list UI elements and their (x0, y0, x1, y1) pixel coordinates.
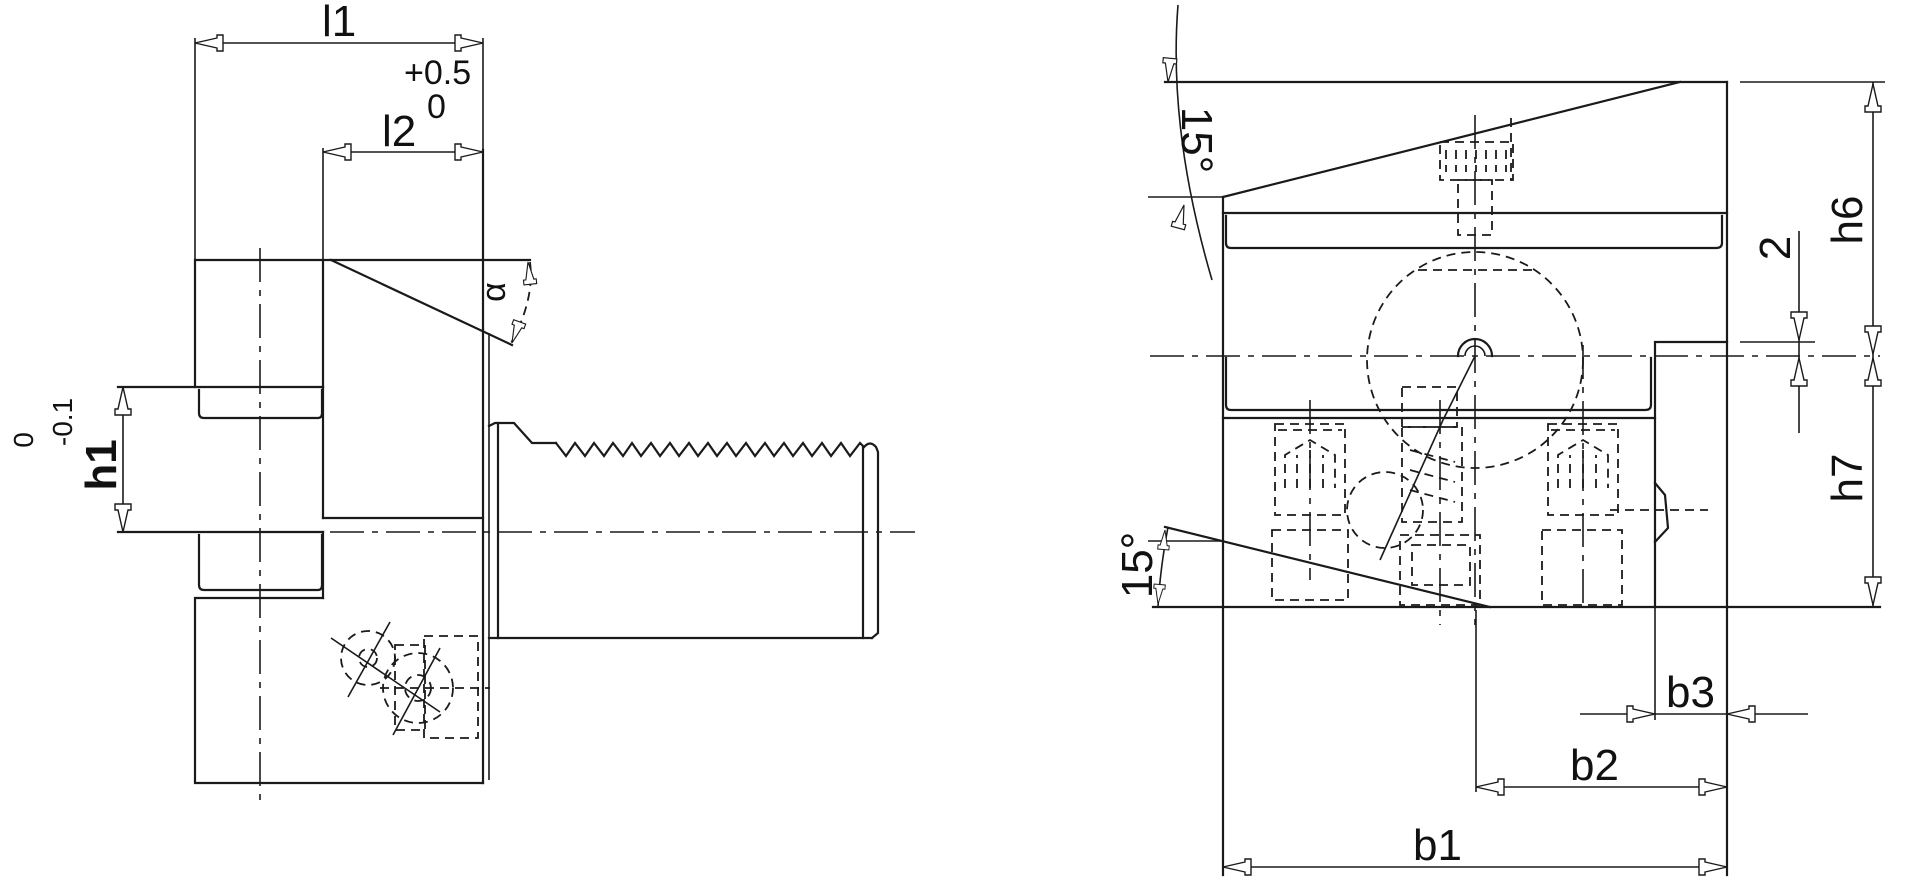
label-b1: b1 (1413, 821, 1462, 870)
slot-upper (197, 388, 324, 420)
label-h1: h1 (77, 439, 126, 490)
center-screw (1346, 386, 1481, 625)
clamp-knob (1439, 115, 1514, 625)
body-outline-lower (193, 596, 485, 785)
slot-lower (197, 533, 324, 592)
bolt-left (1271, 400, 1349, 601)
dimension-alpha: α (475, 260, 538, 346)
dimension-l1: l1 (194, 0, 484, 52)
h1-lower-tolerance: -0.1 (47, 398, 78, 446)
l2-lower-tolerance: 0 (427, 88, 446, 126)
label-b3: b3 (1666, 668, 1715, 717)
l2-upper-tolerance: +0.5 (404, 54, 471, 92)
bottom-slant (1163, 525, 1492, 609)
dimension-step: 2 (1751, 231, 1808, 433)
lower-plate (1224, 356, 1653, 412)
label-step: 2 (1751, 236, 1800, 260)
label-l1: l1 (322, 0, 356, 46)
dimension-l2: l2 0 +0.5 (322, 54, 484, 161)
front-view: 15° 15° h6 h7 2 (1113, 4, 1885, 877)
side-bump (1653, 481, 1670, 544)
dimension-b2: b2 (1475, 610, 1728, 796)
dimension-angle-bottom: 15° (1113, 526, 1172, 608)
label-l2: l2 (382, 107, 416, 156)
dimension-angle-top: 15° (1148, 4, 1222, 281)
dimension-b3: b3 (1580, 607, 1808, 723)
chamfer-line (329, 258, 514, 347)
label-alpha: α (475, 282, 513, 302)
side-view: l1 l2 0 +0.5 α h1 -0.1 0 (8, 0, 915, 800)
label-angle-top: 15° (1172, 107, 1221, 174)
label-h6: h6 (1823, 196, 1872, 245)
label-angle-bottom: 15° (1113, 532, 1162, 599)
label-h7: h7 (1823, 454, 1872, 503)
dimension-h1: h1 -0.1 0 (8, 386, 132, 533)
step-edge (1653, 340, 1729, 609)
bolt-right (1541, 345, 1623, 606)
clamping-screw-detail (330, 621, 490, 739)
threaded-shank (487, 421, 880, 640)
top-slant (1221, 80, 1682, 199)
label-b2: b2 (1570, 741, 1619, 790)
dimension-b1: b1 (1222, 821, 1728, 876)
dimension-h6-h7: h6 h7 (1823, 82, 1882, 607)
body-outline-upper (193, 258, 325, 389)
h1-upper-tolerance: 0 (8, 432, 39, 448)
